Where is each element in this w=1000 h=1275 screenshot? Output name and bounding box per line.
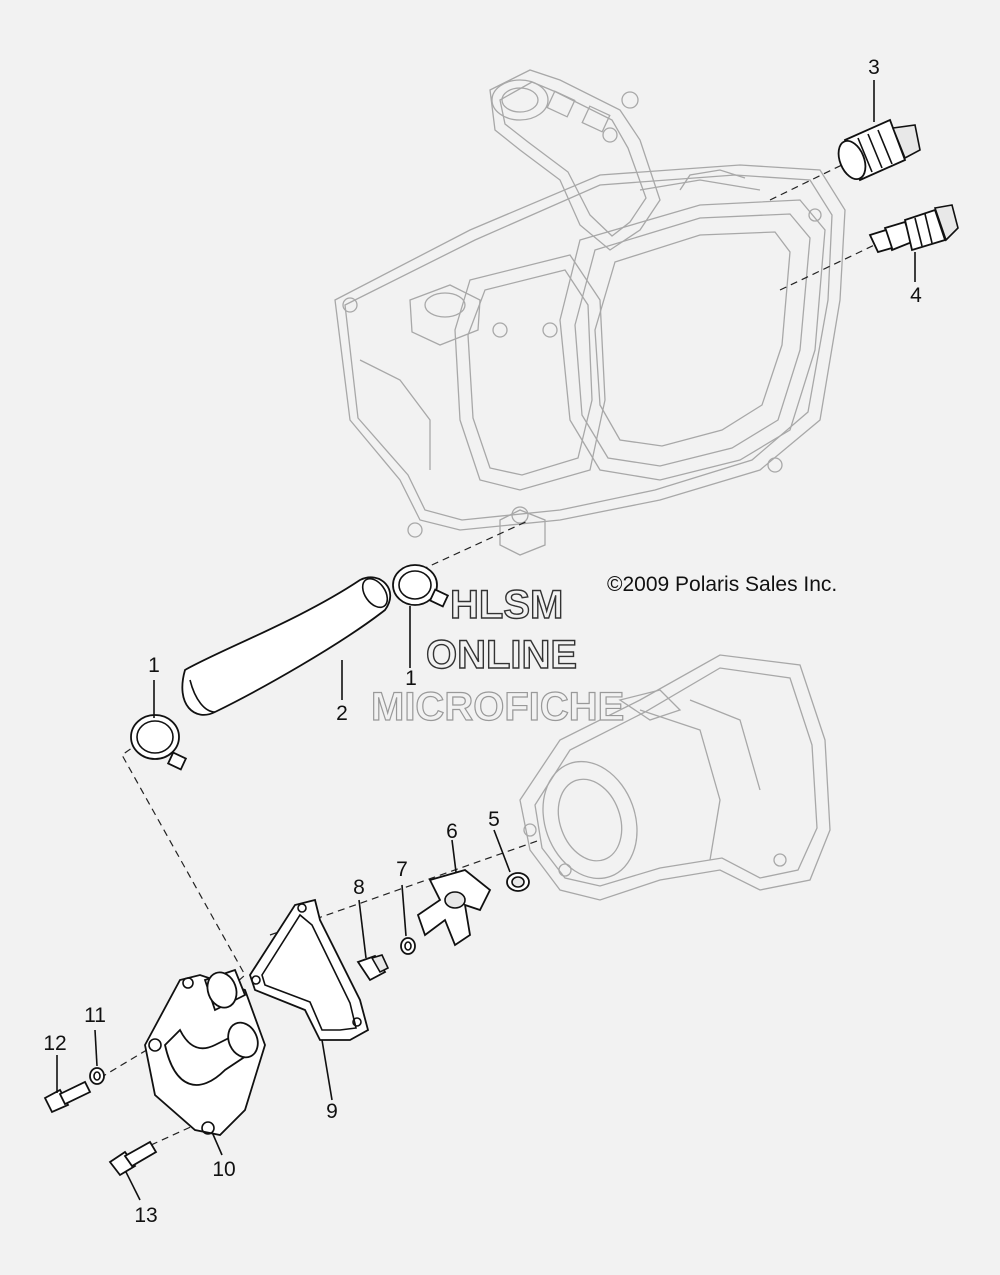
- callout-9-gasket: 9: [326, 1100, 338, 1123]
- callout-leaders: [56, 80, 916, 1201]
- callout-11-washer: 11: [84, 1004, 106, 1027]
- part-1-clamp-lower: [130, 714, 188, 771]
- callout-4-sensor: 4: [910, 284, 922, 307]
- part-4-sensor: [868, 204, 959, 254]
- part-9-gasket: [249, 898, 370, 1041]
- part-5-seal: [506, 872, 530, 892]
- part-6-impeller: [416, 869, 492, 947]
- part-1-clamp-upper: [392, 564, 450, 608]
- callout-labels: 1 2 1 3 4 5 6 7 8 9 10 11 12 13: [43, 56, 922, 1227]
- callout-10-pump-cover: 10: [212, 1158, 235, 1181]
- callout-3-fitting: 3: [868, 56, 880, 79]
- watermark-line-3: MICROFICHE: [371, 685, 624, 729]
- callout-5-seal: 5: [488, 808, 500, 831]
- callout-1-lower-clamp: 1: [148, 654, 160, 677]
- part-13-bolt: [108, 1140, 158, 1177]
- part-12-bolt: [43, 1080, 92, 1114]
- callout-12-bolt: 12: [43, 1032, 66, 1055]
- callout-8-plug: 8: [353, 876, 365, 899]
- part-10-pump-cover: [144, 968, 266, 1136]
- watermark-line-1: HLSM: [450, 583, 563, 627]
- engine-case-ghost: [519, 654, 831, 901]
- callout-1-upper-clamp: 1: [405, 667, 417, 690]
- part-11-washer: [89, 1067, 105, 1085]
- engine-head-ghost: [334, 69, 846, 556]
- callout-6-impeller: 6: [446, 820, 458, 843]
- part-8-plug: [356, 954, 390, 982]
- copyright-notice: ©2009 Polaris Sales Inc.: [607, 573, 837, 596]
- part-3-fitting: [837, 118, 921, 182]
- callout-2-hose: 2: [336, 702, 348, 725]
- part-2-hose: [181, 576, 392, 716]
- watermark-line-2: ONLINE: [426, 633, 577, 677]
- callout-7-washer: 7: [396, 858, 408, 881]
- watermark: HLSM ONLINE MICROFICHE: [370, 582, 625, 729]
- callout-13-bolt: 13: [134, 1204, 157, 1227]
- part-7-washer: [400, 937, 416, 955]
